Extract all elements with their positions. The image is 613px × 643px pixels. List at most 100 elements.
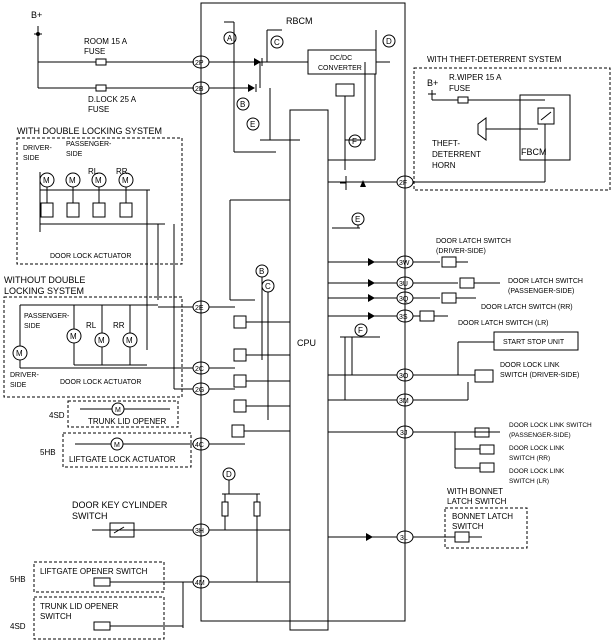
- ref-marker-b: B: [236, 97, 250, 111]
- link-rr-label-1: DOOR LOCK LINK: [509, 445, 565, 452]
- svg-text:M: M: [95, 176, 102, 185]
- latch-driver-label-1: DOOR LATCH SWITCH: [436, 238, 511, 245]
- double-lock-title: WITH DOUBLE LOCKING SYSTEM: [17, 126, 162, 136]
- power-supply: B+ ROOM 15 A FUSE D.LOCK 25 A FUSE: [31, 10, 194, 114]
- dl-pass-label-1: PASSENGER-: [66, 141, 112, 148]
- ndl-rl-label: RL: [86, 321, 97, 330]
- bonnet-with-label-1: WITH BONNET: [447, 487, 503, 496]
- converter-label-2: CONVERTER: [318, 65, 362, 72]
- ndl-motor-driver: M: [12, 345, 28, 361]
- rbcm-title: RBCM: [286, 16, 313, 26]
- no-double-locking-section: WITHOUT DOUBLE LOCKING SYSTEM PASSENGER-…: [3, 224, 193, 398]
- ref-marker-b2: B: [255, 264, 269, 278]
- svg-text:2E: 2E: [195, 305, 204, 312]
- svg-text:3U: 3U: [399, 281, 408, 288]
- fbcm-label: FBCM: [521, 147, 547, 157]
- svg-text:3Q: 3Q: [399, 296, 409, 303]
- svg-text:A: A: [227, 34, 233, 43]
- key-cyl-label-1: DOOR KEY CYLINDER: [72, 500, 168, 510]
- svg-text:3H: 3H: [195, 528, 204, 535]
- trunk-4sd-label: 4SD: [49, 411, 65, 420]
- trunk-opener-switch-section: 4SD TRUNK LID OPENER SWITCH: [10, 596, 183, 640]
- link-driver-label-2: SWITCH (DRIVER-SIDE): [500, 372, 579, 379]
- svg-text:M: M: [98, 336, 105, 345]
- svg-text:2C: 2C: [195, 366, 204, 373]
- svg-text:M: M: [114, 442, 120, 449]
- ref-marker-d: D: [382, 34, 396, 48]
- horn-icon: [477, 117, 487, 141]
- link-switch-passenger: [474, 427, 490, 438]
- svg-text:B: B: [259, 267, 264, 276]
- lg-sw-label: LIFTGATE OPENER SWITCH: [40, 567, 148, 576]
- svg-text:2P: 2P: [195, 60, 204, 67]
- latch-switch-passenger: [459, 277, 475, 289]
- room-fuse: [95, 58, 107, 66]
- bonnet-with-label-2: LATCH SWITCH: [447, 497, 507, 506]
- ref-marker-d2: D: [222, 467, 236, 481]
- ndl-driver-label-1: DRIVER-: [10, 372, 39, 379]
- theft-fuse-label-2: FUSE: [449, 84, 470, 93]
- cpu-label: CPU: [297, 338, 316, 348]
- dl-switch-3: [92, 202, 106, 218]
- room-fuse-label-2: FUSE: [84, 47, 105, 56]
- ref-marker-c2: C: [261, 279, 275, 293]
- latch-driver-label-2: (DRIVER-SIDE): [436, 248, 486, 255]
- svg-text:4C: 4C: [195, 442, 204, 449]
- latch-lr-label: DOOR LATCH SWITCH (LR): [458, 320, 548, 327]
- trunk-sw-label-1: TRUNK LID OPENER: [40, 602, 118, 611]
- link-switch-rr: [479, 444, 495, 455]
- internal-power-wiring: [209, 21, 397, 201]
- dl-switch-1: [40, 202, 54, 218]
- bonnet-latch-switch: [454, 531, 470, 543]
- ref-marker-c: C: [270, 35, 284, 49]
- dl-switch-2: [66, 202, 80, 218]
- svg-text:2G: 2G: [195, 387, 204, 394]
- converter-relay: [335, 83, 355, 97]
- theft-deterrent-section: WITH THEFT-DETERRENT SYSTEM B+ R.WIPER 1…: [413, 55, 611, 191]
- ndl-driver-label-2: SIDE: [10, 382, 27, 389]
- svg-text:F: F: [358, 326, 363, 335]
- dl-motor-3: M: [91, 172, 107, 188]
- ndl-pass-label-2: SIDE: [24, 323, 41, 330]
- liftgate-actuator-label: LIFTGATE LOCK ACTUATOR: [69, 455, 176, 464]
- dl-driver-label-1: DRIVER-: [23, 145, 52, 152]
- dl-rl-label: RL: [88, 167, 99, 176]
- dl-rr-label: RR: [116, 167, 128, 176]
- horn-label-3: HORN: [432, 161, 456, 170]
- svg-text:B: B: [240, 100, 245, 109]
- svg-text:2F: 2F: [399, 180, 407, 187]
- svg-text:E: E: [355, 215, 360, 224]
- svg-text:3S: 3S: [399, 314, 408, 321]
- room-fuse-label-1: ROOM 15 A: [84, 37, 128, 46]
- latch-pass-label-1: DOOR LATCH SWITCH: [508, 278, 583, 285]
- liftgate-opener-switch-section: 5HB LIFTGATE OPENER SWITCH: [10, 561, 290, 628]
- svg-text:M: M: [126, 336, 133, 345]
- svg-text:3J: 3J: [400, 430, 407, 437]
- rbcm-module: RBCM CPU DC/DC CONVERTER: [200, 2, 406, 631]
- link-pass-label-1: DOOR LOCK LINK SWITCH: [509, 422, 592, 429]
- link-rr-label-2: SWITCH (RR): [509, 455, 550, 462]
- trunk-liftgate-actuators: 4SD M TRUNK LID OPENER 5HB M LIFTGATE LO…: [40, 400, 193, 468]
- bplus-label: B+: [31, 10, 42, 20]
- latch-pass-label-2: (PASSENGER-SIDE): [508, 288, 574, 295]
- dl-driver-label-2: SIDE: [23, 155, 40, 162]
- svg-text:D: D: [386, 37, 392, 46]
- door-latch-switches: DOOR LATCH SWITCH (DRIVER-SIDE) DOOR LAT…: [328, 225, 583, 327]
- theft-fuse-label-1: R.WIPER 15 A: [449, 73, 502, 82]
- dlock-fuse-label-1: D.LOCK 25 A: [88, 95, 137, 104]
- svg-text:M: M: [43, 176, 50, 185]
- no-dl-title-2: LOCKING SYSTEM: [4, 286, 84, 296]
- svg-text:3L: 3L: [400, 535, 408, 542]
- dlock-fuse: [95, 84, 107, 92]
- ref-marker-f: F: [348, 134, 362, 148]
- trunk-sw-4sd: 4SD: [10, 622, 26, 631]
- svg-text:F: F: [352, 137, 357, 146]
- dlock-fuse-label-2: FUSE: [88, 105, 109, 114]
- ndl-rr-label: RR: [113, 321, 125, 330]
- ref-marker-e2: E: [351, 212, 365, 226]
- link-switches: START STOP UNIT DOOR LOCK LINK SWITCH (D…: [328, 331, 592, 485]
- svg-text:3M: 3M: [399, 398, 409, 405]
- key-cylinder-switch: [109, 522, 135, 538]
- cpu-block: [289, 109, 329, 631]
- ref-marker-e: E: [246, 117, 260, 131]
